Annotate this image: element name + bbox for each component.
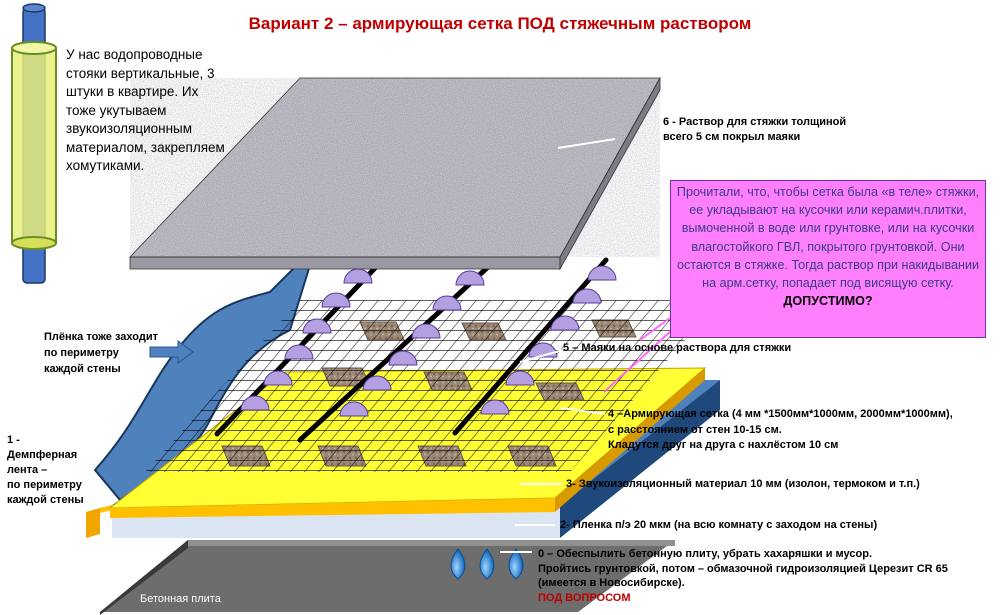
layer-2-label: 2- Пленка п/э 20 мкм (на всю комнату с з… bbox=[560, 519, 878, 531]
layer-5-label: 5 – Маяки на основе раствора для стяжки bbox=[563, 342, 792, 354]
slab-label: Бетонная плита bbox=[140, 593, 221, 605]
layer-1-label-line-4: по периметру bbox=[7, 479, 82, 491]
leader-lines bbox=[500, 138, 616, 553]
layer-1-label: 1 - Демпферная лента – по периметру кажд… bbox=[7, 433, 84, 508]
film-note-line-2: по периметру bbox=[44, 347, 119, 359]
pipe-note: У нас водопроводные стояки вертикальные,… bbox=[66, 47, 225, 173]
film-note: Плёнка тоже заходит по периметру каждой … bbox=[44, 329, 158, 377]
callout-pointer-lines bbox=[603, 317, 673, 393]
film-arrow-icon bbox=[149, 340, 194, 364]
layer-0-label-line-3: (имеется в Новосибирске). bbox=[538, 577, 685, 589]
layer-6-label-line-1: 6 - Раствор для стяжки толщиной bbox=[663, 116, 847, 128]
reinforcement-mesh bbox=[145, 300, 720, 472]
page-title: Вариант 2 – армирующая сетка ПОД стяжечн… bbox=[248, 14, 752, 33]
layer-0-label-line-2: Пройтись грунтовкой, потом – обмазочной … bbox=[538, 562, 948, 575]
layer-4-label-line-3: Кладутся друг на друга с нахлёстом 10 см bbox=[608, 439, 839, 451]
beacon-blobs bbox=[240, 265, 617, 417]
callout-body: Прочитали, что, чтобы сетка была «в теле… bbox=[676, 185, 980, 291]
layer-4-label: 4 –Армирующая сетка (4 мм *1500мм*1000мм… bbox=[608, 407, 953, 454]
layer-0-label: 0 – Обеспылить бетонную плиту, убрать ха… bbox=[538, 547, 948, 605]
layer-1-label-line-5: каждой стены bbox=[7, 494, 84, 506]
pipe-icon bbox=[11, 3, 57, 284]
layer-6-label-line-2: всего 5 см покрыл маяки bbox=[663, 131, 801, 143]
layer-1-label-line-1: 1 - bbox=[7, 434, 20, 446]
concrete-slab bbox=[100, 540, 675, 615]
film-note-line-3: каждой стены bbox=[44, 363, 121, 375]
layer-4-label-line-1: 4 –Армирующая сетка (4 мм *1500мм*1000мм… bbox=[608, 408, 953, 420]
layer-1-label-line-3: лента – bbox=[7, 464, 48, 476]
layer-6-label: 6 - Раствор для стяжки толщиной всего 5 … bbox=[663, 115, 846, 145]
water-drops-icon bbox=[450, 548, 524, 580]
layer-1-label-line-2: Демпферная bbox=[7, 449, 78, 461]
callout-box bbox=[670, 180, 986, 338]
damper-tape bbox=[86, 505, 112, 538]
film-note-line-1: Плёнка тоже заходит bbox=[44, 331, 158, 343]
layer-0-question: ПОД ВОПРОСОМ bbox=[538, 591, 631, 604]
layer-4-label-line-2: с расстоянием от стен 10-15 см. bbox=[608, 423, 782, 436]
callout-verdict: ДОПУСТИМО? bbox=[783, 294, 873, 309]
callout-text: Прочитали, что, чтобы сетка была «в теле… bbox=[672, 183, 984, 310]
layer-3-label: 3- Звукоизоляционный материал 10 мм (изо… bbox=[566, 478, 920, 490]
layer-0-label-line-1: 0 – Обеспылить бетонную плиту, убрать ха… bbox=[538, 548, 873, 560]
screed-slab bbox=[129, 76, 661, 271]
